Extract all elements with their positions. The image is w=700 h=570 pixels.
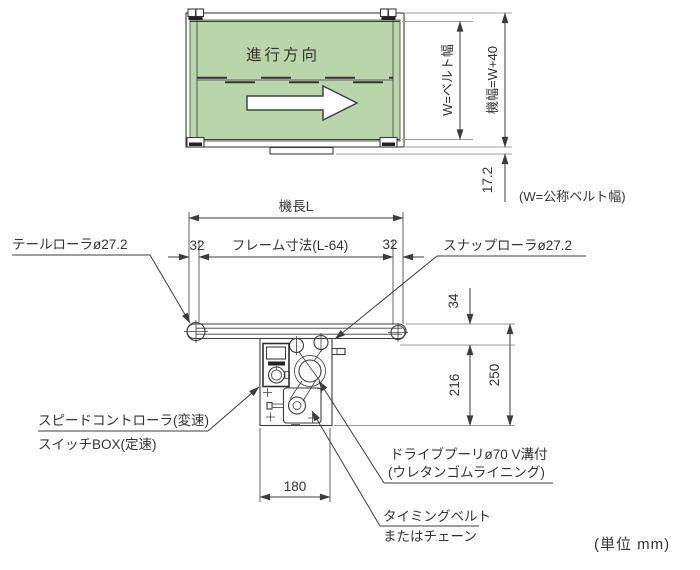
corner-bracket-top-right (379, 8, 397, 20)
motor-pulley (287, 396, 307, 415)
timing-belt-leader (311, 410, 381, 527)
motor-shaft (266, 401, 273, 410)
belt-width-label: W=ベルト幅 (440, 44, 455, 116)
tension-bolt (331, 347, 346, 356)
belt-line (298, 351, 321, 382)
dim-180-label: 180 (284, 479, 307, 494)
dim-34-label: 34 (446, 293, 461, 309)
control-box (262, 342, 290, 388)
unit-note: (単位 mm) (594, 536, 670, 553)
switch-box-label: スイッチBOX(定速) (38, 437, 157, 452)
gearbox (282, 387, 322, 424)
frame-dim-label: フレーム寸法(L-64) (232, 238, 349, 253)
dim-216-label: 216 (447, 374, 462, 397)
machine-length-label: 機長L (279, 199, 314, 214)
snap-roller-label: スナップローラø27.2 (443, 238, 572, 253)
length-dimensions: 機長L 32 フレーム寸法(L-64) 32 (168, 199, 424, 324)
drive-pulley-sublabel: (ウレタンゴムライニング) (388, 464, 545, 480)
drive-pulley-outer (294, 355, 326, 387)
side-dimensions: 34 216 250 180 (259, 288, 515, 502)
corner-bracket-bottom-left (186, 136, 205, 148)
timing-belt-sublabel: またはチェーン (383, 529, 477, 544)
machine-width-label: 機幅=W+40 (485, 46, 500, 114)
end-dim-left: 32 (189, 238, 204, 253)
direction-label: 進行方向 (246, 46, 320, 64)
nominal-belt-width-note: (W=公称ベルト幅) (519, 189, 626, 204)
belt-line (289, 380, 303, 400)
corner-bracket-top-left (187, 8, 205, 20)
offset-dim-label: 17.2 (480, 167, 495, 193)
belt-surface (189, 19, 401, 142)
belt-line (302, 379, 317, 402)
tail-roller-label: テールローラø27.2 (12, 237, 128, 252)
drive-pulley-leader (318, 380, 385, 484)
top-view: 進行方向 (185, 8, 405, 155)
speed-controller-label: スピードコントローラ(変速) (38, 412, 209, 428)
speed-controller-leader (207, 386, 260, 432)
snap-roller-leader (334, 255, 438, 340)
drive-unit (259, 333, 346, 427)
end-dim-right: 32 (382, 237, 397, 252)
end-roller-shape (388, 323, 408, 342)
tail-roller-leader (149, 254, 191, 324)
drive-pulley (298, 359, 322, 383)
dim-250-label: 250 (487, 364, 502, 387)
width-dimensions: W=ベルト幅 機幅=W+40 17.2 (W=公称ベルト幅) (336, 12, 626, 204)
belt-line (313, 349, 323, 362)
corner-bracket-bottom-right (379, 136, 398, 148)
tail-roller-shape (184, 320, 208, 343)
direction-arrow (246, 84, 359, 122)
side-view (184, 320, 408, 427)
callouts: テールローラø27.2 スナップローラø27.2 スピードコントローラ(変速) … (12, 237, 670, 553)
drive-unit-top-protrusion (269, 146, 334, 155)
timing-belt-label: タイミングベルト (383, 509, 491, 524)
drive-pulley-label: ドライブプーリø70 V溝付 (390, 446, 548, 462)
